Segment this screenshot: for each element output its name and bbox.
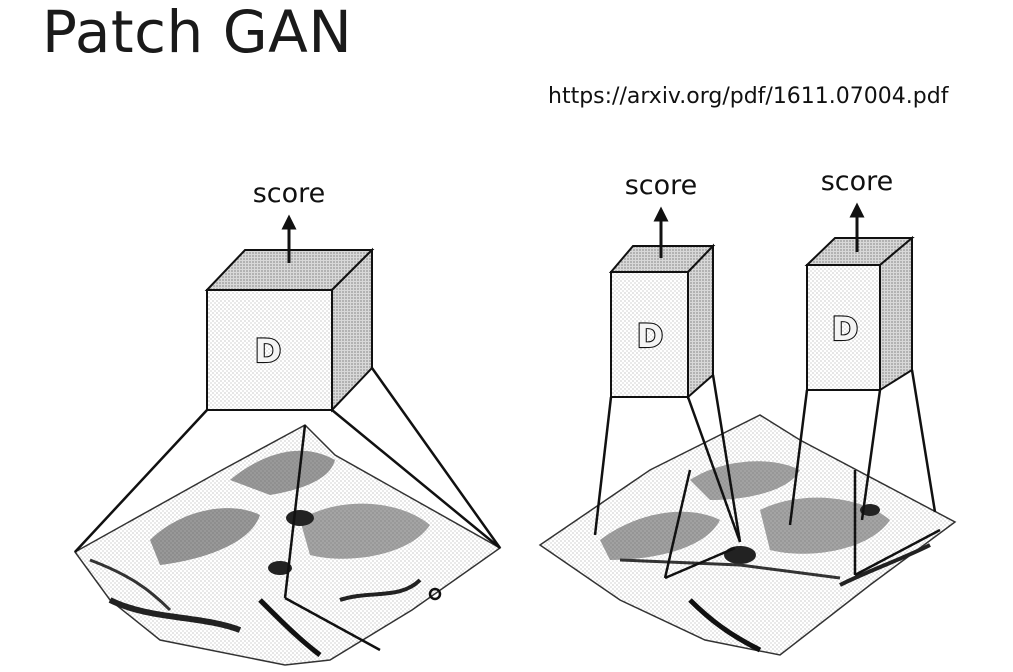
right-score-1-label: score [625, 170, 698, 201]
right-projection-lines [593, 369, 937, 543]
right-patch-outlines [663, 469, 941, 580]
left-image-texture [73, 424, 502, 666]
left-patch-outline [283, 424, 381, 652]
right-discriminator-1-label: D [637, 317, 664, 355]
slide-title: Patch GAN [42, 0, 353, 66]
right-discriminator-2-label: D [832, 310, 859, 348]
left-projection-lines [74, 367, 502, 553]
left-score-label: score [253, 178, 326, 209]
right-discriminator-cube-2 [804, 235, 915, 392]
left-discriminator-label: D [255, 332, 282, 370]
right-discriminator-cube-1 [608, 243, 716, 400]
right-image-texture [538, 414, 957, 656]
left-discriminator-cube [204, 247, 375, 413]
reference-link[interactable]: https://arxiv.org/pdf/1611.07004.pdf [548, 84, 949, 109]
right-score-2-label: score [821, 166, 894, 197]
